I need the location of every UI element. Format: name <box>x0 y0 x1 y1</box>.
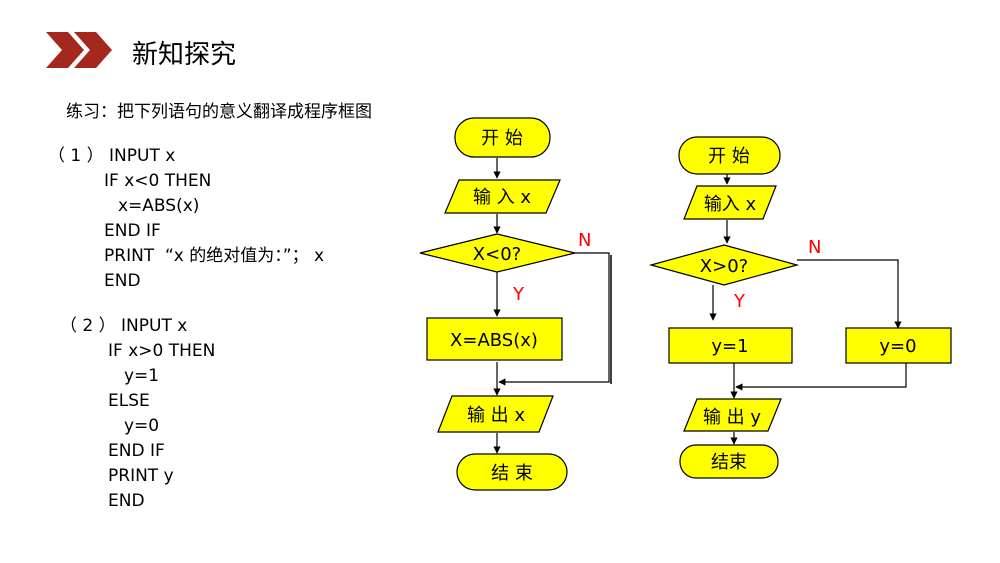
code-line: x=ABS(x) <box>118 196 200 216</box>
code-line: IF x<0 THEN <box>104 171 212 191</box>
input-parallelogram <box>683 185 777 220</box>
process-no-box <box>845 327 952 364</box>
code-line: （ 2 ） INPUT x <box>60 316 188 336</box>
start-terminal <box>678 136 781 175</box>
no-label: N <box>808 237 821 258</box>
code-line: END <box>104 271 141 291</box>
output-label: 输 出 x <box>467 405 525 426</box>
end-label: 结 束 <box>491 463 533 484</box>
process-yes-label: y=1 <box>711 336 748 357</box>
merge-line <box>735 363 907 391</box>
start-terminal <box>454 117 551 158</box>
output-label: 输 出 y <box>703 407 761 428</box>
input-parallelogram <box>444 179 561 214</box>
decision-label: X<0? <box>473 244 521 265</box>
process-label: X=ABS(x) <box>450 330 538 351</box>
decision-diamond <box>419 233 576 273</box>
no-label: N <box>578 230 591 251</box>
start-label: 开 始 <box>481 128 523 149</box>
process-box <box>426 317 563 361</box>
code-line: y=0 <box>124 416 160 436</box>
code-line: END IF <box>108 441 165 461</box>
end-label: 结束 <box>711 452 747 473</box>
output-parallelogram <box>683 398 782 432</box>
yes-label: Y <box>512 284 525 305</box>
process-no-label: y=0 <box>879 336 916 357</box>
chevron-double-icon <box>46 32 112 68</box>
exercise-prompt: 练习：把下列语句的意义翻译成程序框图 <box>66 102 372 122</box>
end-terminal <box>456 453 568 491</box>
page-title: 新知探究 <box>132 40 237 70</box>
process-yes-box <box>668 327 793 364</box>
no-branch-line <box>797 259 902 329</box>
no-branch-line <box>498 252 610 386</box>
decision-label: X>0? <box>700 256 748 277</box>
code-line: y=1 <box>124 366 160 386</box>
flowchart-1: 开 始 输 入 x X<0? N Y X=ABS(x) 输 出 x 结 束 <box>419 117 612 491</box>
start-label: 开 始 <box>708 146 750 167</box>
code-line: END IF <box>104 221 161 241</box>
code-line: ELSE <box>108 391 150 411</box>
code-line: PRINT y <box>108 466 174 486</box>
input-label: 输入 x <box>704 194 757 215</box>
flowchart-2: 开 始 输入 x X>0? N Y y=1 y=0 输 出 y 结束 <box>648 136 952 479</box>
code-line: PRINT “x 的绝对值为：”； x <box>104 246 325 266</box>
end-terminal <box>679 444 779 479</box>
yes-label: Y <box>733 291 746 312</box>
code-line: IF x>0 THEN <box>108 341 216 361</box>
code-line: （ 1 ） INPUT x <box>48 146 176 166</box>
input-label: 输 入 x <box>473 187 531 208</box>
code-line: END <box>108 491 145 511</box>
decision-diamond <box>648 244 800 286</box>
output-parallelogram <box>437 395 554 433</box>
